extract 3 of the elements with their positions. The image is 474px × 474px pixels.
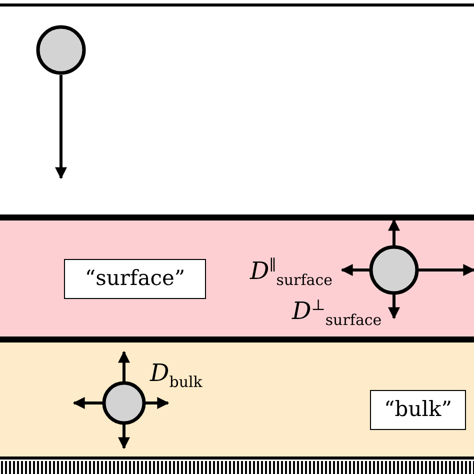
diffusion-label: D$_{bulk}$ xyxy=(150,361,202,390)
text-box: “bulk” xyxy=(370,390,466,430)
text-box: “surface” xyxy=(64,259,206,299)
